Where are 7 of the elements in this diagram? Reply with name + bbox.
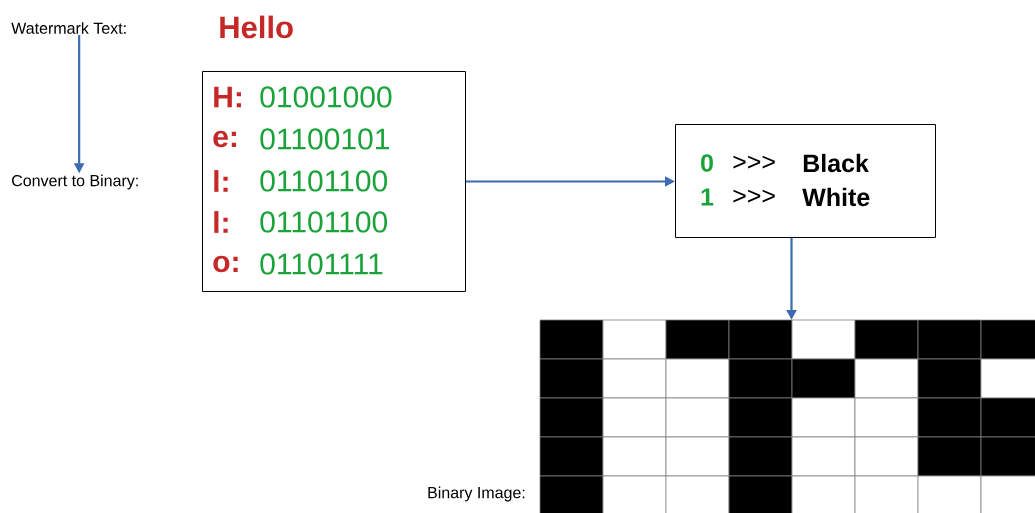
binary-image-drawing xyxy=(539,319,1035,513)
binary-box: H: 01001000 e: 01100101 l: 01101100 l: 01101100 o: 01101111 xyxy=(202,71,466,292)
grid-caption: Binary Image: xyxy=(428,486,525,502)
step-label: Convert to Binary: xyxy=(12,174,138,190)
watermark-word: Hello xyxy=(220,15,293,39)
mapping-box: 0 >>> Black 1 >>> White xyxy=(675,124,936,238)
step-label: Watermark Text: xyxy=(11,22,126,34)
